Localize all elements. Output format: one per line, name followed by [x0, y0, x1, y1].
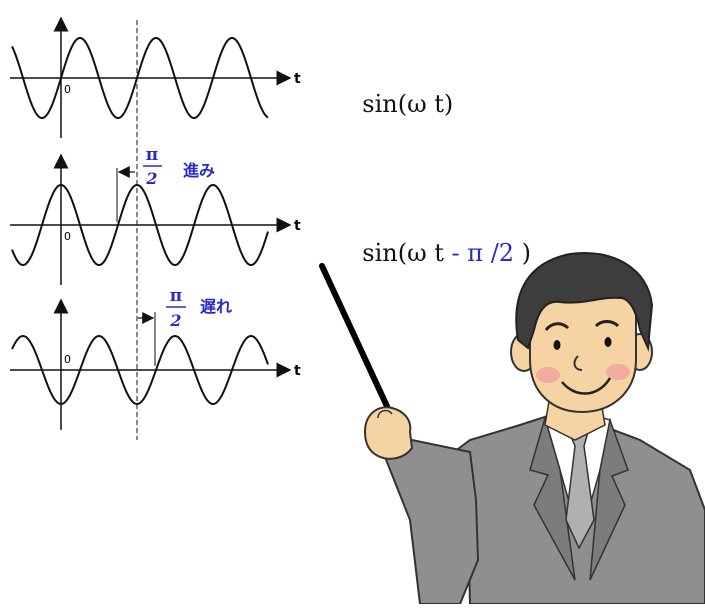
formula-sin-text: sin(ω t) [362, 90, 454, 118]
lag-numerator: π [170, 286, 182, 306]
teacher-illustration [319, 252, 705, 605]
x-axis-label: t [294, 363, 301, 379]
formula-shift-suffix: ) [514, 239, 532, 267]
sine-curve [11, 183, 269, 267]
lead-denominator: 2 [145, 169, 157, 188]
graph-sin: t 0 [10, 16, 301, 138]
sine-curve [11, 36, 269, 120]
cheek-right [606, 364, 630, 380]
cheek-left [536, 367, 560, 383]
origin-label: 0 [64, 230, 71, 243]
eyebrow-right [594, 320, 620, 328]
lead-word: 進み [183, 161, 215, 180]
origin-label: 0 [64, 83, 71, 96]
hand-finger [377, 409, 393, 419]
x-axis-label: t [294, 218, 301, 234]
smile [561, 377, 612, 395]
lead-numerator: π [146, 145, 158, 165]
formula-sin-shift: sin(ω t - π /2 ) [347, 211, 531, 267]
sine-curve [11, 334, 269, 406]
suit-arm [381, 438, 480, 605]
eyebrow-left [544, 322, 570, 331]
eye-right [604, 337, 612, 347]
formula-shift-term: - π /2 [443, 239, 515, 267]
formula-shift-prefix: sin(ω t [362, 239, 444, 267]
lead-fraction: π 2 [143, 145, 162, 188]
nose [573, 355, 583, 371]
lag-word: 遅れ [200, 297, 232, 316]
lag-denominator: 2 [169, 311, 181, 330]
lapel-left [529, 415, 576, 581]
formula-sin: sin(ω t) [347, 62, 453, 118]
origin-label: 0 [64, 353, 71, 366]
pointer-stick [319, 263, 401, 433]
graph-sin-lead: t 0 π 2 進み [10, 145, 301, 285]
hair [515, 252, 654, 352]
hand [363, 406, 414, 460]
lag-fraction: π 2 [166, 286, 186, 330]
eye-left [553, 340, 561, 350]
x-axis-label: t [294, 71, 301, 87]
lapel-right [589, 417, 629, 581]
graph-sin-lag: t 0 π 2 遅れ [10, 286, 301, 430]
